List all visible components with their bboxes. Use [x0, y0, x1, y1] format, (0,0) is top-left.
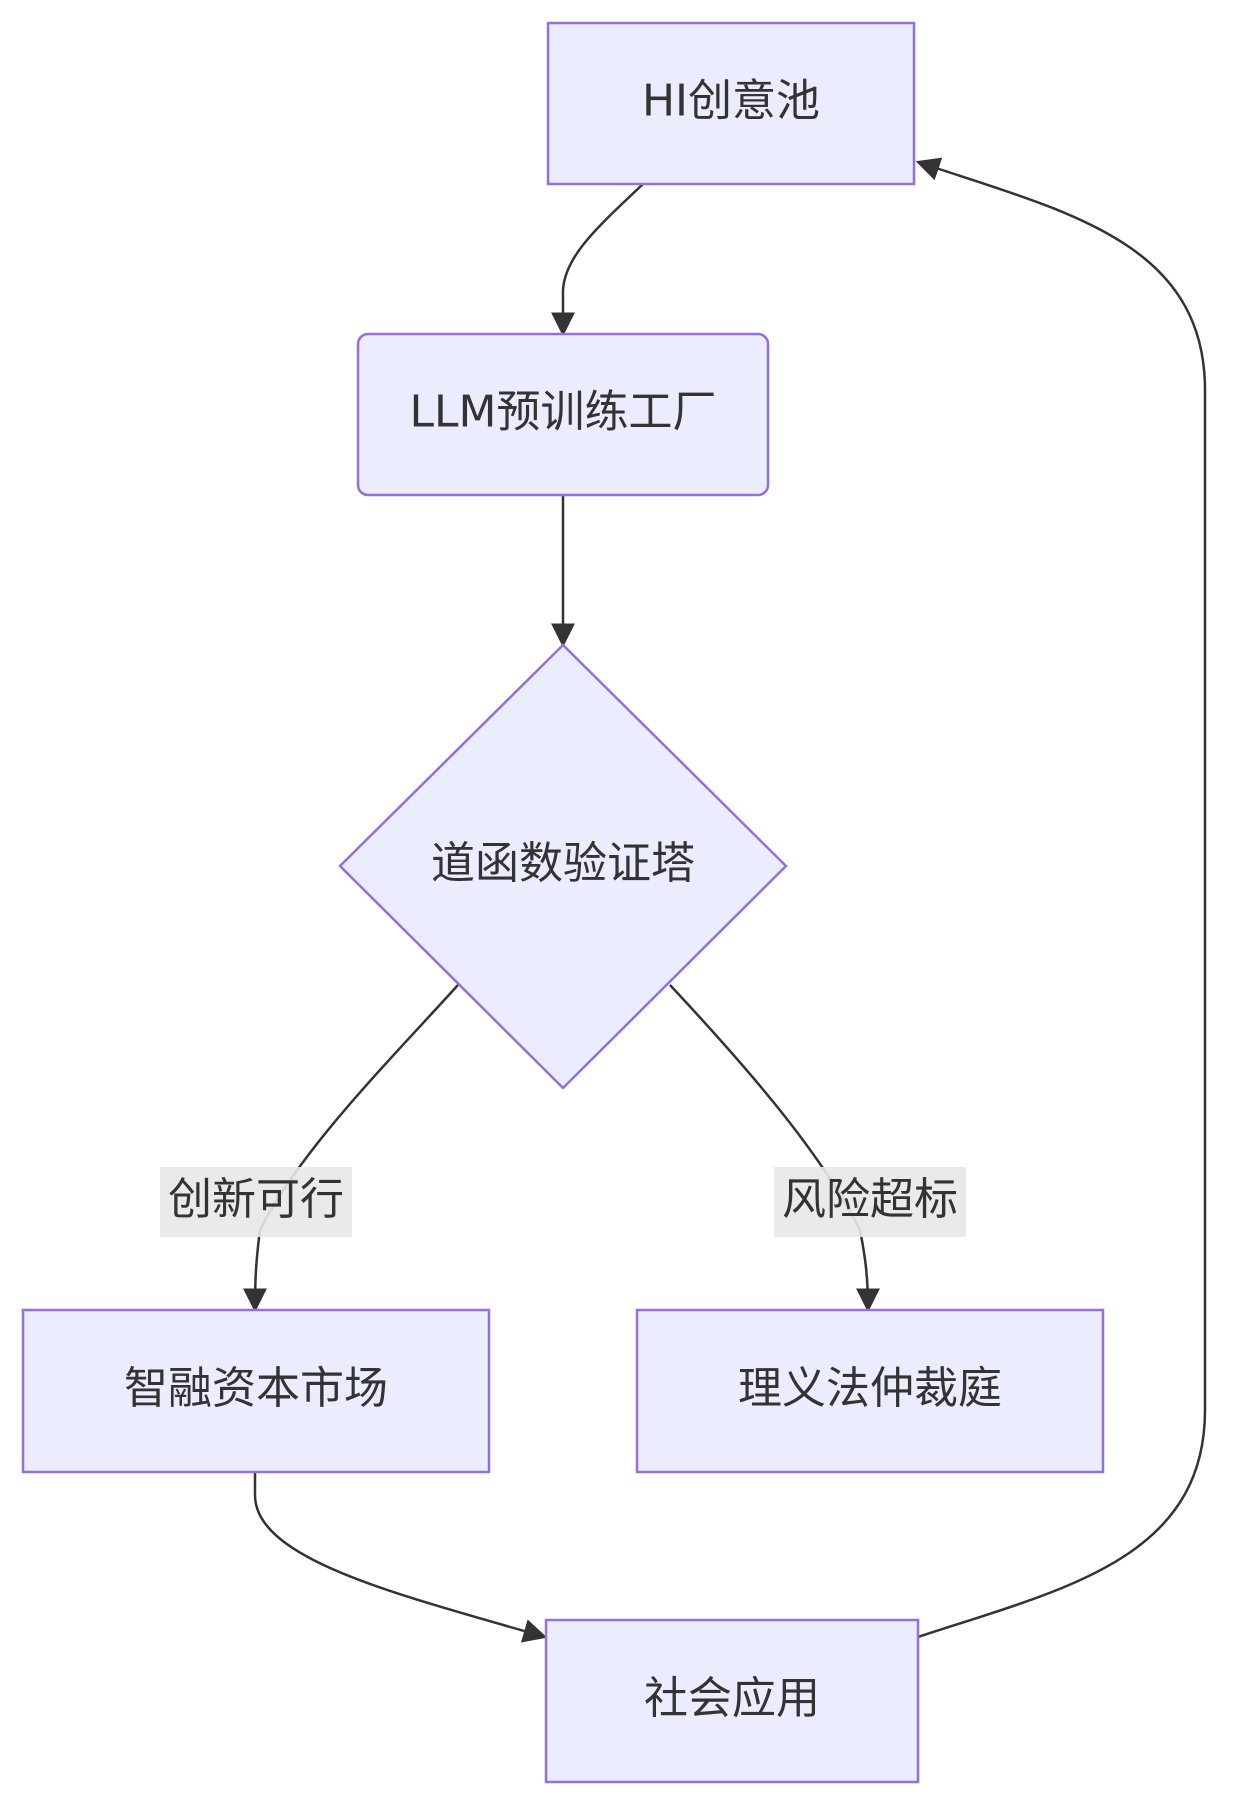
- node-hi-pool[interactable]: HI创意池: [546, 21, 916, 186]
- edge-label-feasible: 创新可行: [160, 1167, 352, 1237]
- node-court[interactable]: 理义法仲裁庭: [635, 1308, 1105, 1474]
- node-hi-pool-label: HI创意池: [642, 76, 820, 127]
- edge-hi-to-llm: [551, 183, 644, 337]
- node-social-app[interactable]: 社会应用: [544, 1618, 920, 1784]
- node-capital-market-label: 智融资本市场: [124, 1363, 388, 1414]
- node-dao-tower-label: 道函数验证塔: [431, 838, 695, 889]
- edge-label-risk: 风险超标: [774, 1167, 966, 1237]
- node-court-label: 理义法仲裁庭: [738, 1363, 1002, 1414]
- node-capital-market[interactable]: 智融资本市场: [21, 1308, 491, 1474]
- edge-label-feasible-text: 创新可行: [168, 1174, 344, 1225]
- edge-tower-to-market: [243, 984, 459, 1313]
- edge-social-to-hi: [915, 157, 1207, 1639]
- node-dao-tower[interactable]: 道函数验证塔: [338, 643, 788, 1090]
- node-llm-factory[interactable]: LLM预训练工厂: [356, 332, 770, 497]
- edge-market-to-social: [253, 1472, 548, 1643]
- node-social-app-label: 社会应用: [644, 1673, 820, 1724]
- node-llm-factory-label: LLM预训练工厂: [410, 387, 717, 438]
- edge-tower-to-court: [669, 984, 880, 1313]
- edge-label-risk-text: 风险超标: [782, 1174, 958, 1225]
